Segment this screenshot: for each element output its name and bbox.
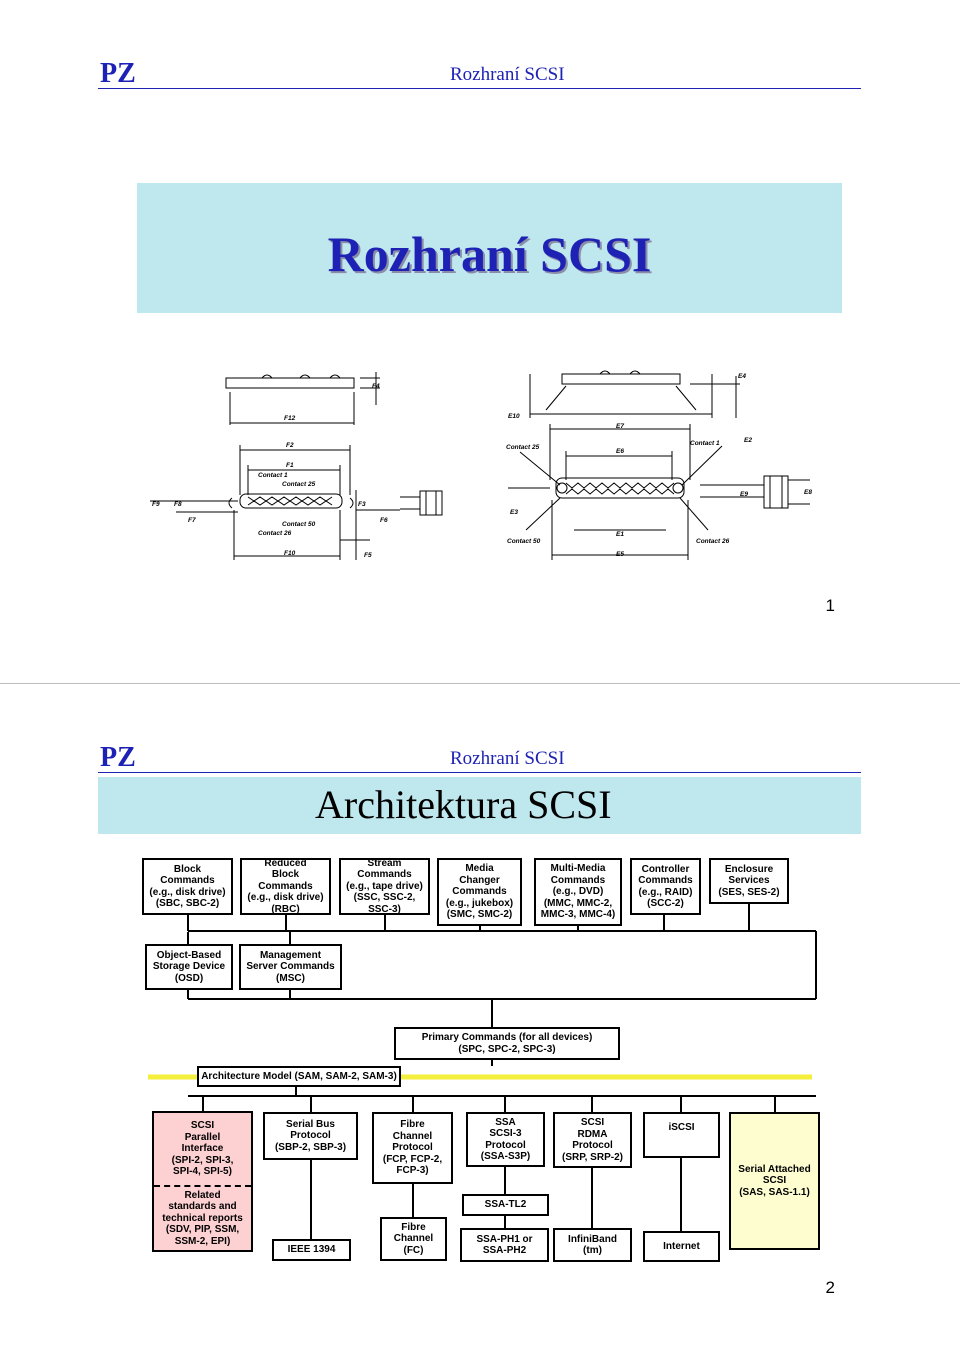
spi-box: SCSI Parallel Interface (SPI-2, SPI-3, S…	[152, 1111, 253, 1252]
dim-label: F3	[358, 501, 366, 508]
header-title: Rozhraní SCSI	[450, 64, 565, 85]
scsi-rdma-protocol-box: SCSI RDMA Protocol (SRP, SRP-2)	[553, 1112, 632, 1168]
dim-label: E2	[744, 437, 752, 444]
fibre-channel-fc-box: Fibre Channel (FC)	[380, 1217, 447, 1261]
dim-label: F2	[286, 442, 294, 449]
dim-label: Contact 1	[258, 472, 288, 479]
slide-1: PZ Rozhraní SCSI Rozhraní SCSI	[0, 0, 960, 683]
page-number: 2	[825, 1278, 835, 1297]
logo-pz: PZ	[100, 58, 136, 89]
controller-commands-box: Controller Commands (e.g., RAID) (SCC-2)	[630, 858, 701, 915]
dim-label: Contact 50	[507, 538, 541, 545]
dim-label: Contact 25	[506, 444, 540, 451]
enclosure-services-box: Enclosure Services (SES, SES-2)	[709, 858, 789, 904]
title-box: Rozhraní SCSI	[137, 183, 842, 313]
osd-box: Object-Based Storage Device (OSD)	[145, 944, 233, 990]
dim-label: Contact 26	[258, 530, 292, 537]
dim-label: F9	[152, 501, 160, 508]
left-front-view	[239, 493, 343, 509]
block-commands-box: Block Commands (e.g., disk drive) (SBC, …	[142, 858, 233, 915]
dim-label: F12	[284, 415, 296, 422]
dim-label: E8	[804, 489, 812, 496]
page-number: 1	[825, 596, 835, 615]
right-end-view	[763, 475, 789, 509]
right-front-view	[555, 477, 685, 499]
slide-separator	[0, 683, 960, 684]
spi-top-text: SCSI Parallel Interface (SPI-2, SPI-3, S…	[171, 1120, 234, 1178]
infiniband-box: InfiniBand (tm)	[553, 1228, 632, 1262]
serial-bus-protocol-box: Serial Bus Protocol (SBP-2, SBP-3)	[263, 1112, 358, 1160]
iscsi-box: iSCSI	[643, 1112, 720, 1158]
multimedia-commands-box: Multi-Media Commands (e.g., DVD) (MMC, M…	[534, 858, 622, 926]
dim-label: F10	[284, 550, 296, 557]
slide-title: Architektura SCSI	[315, 782, 612, 827]
dim-label: E6	[616, 448, 624, 455]
ssa-scsi3-protocol-box: SSA SCSI-3 Protocol (SSA-S3P)	[466, 1112, 545, 1167]
spi-divider	[154, 1185, 251, 1187]
dim-label: F6	[380, 517, 388, 524]
dim-label: F4	[372, 383, 380, 390]
architecture-lines	[148, 904, 817, 1239]
media-changer-commands-box: Media Changer Commands (e.g., jukebox) (…	[437, 858, 522, 926]
dim-label: Contact 1	[690, 440, 720, 447]
right-side-view	[561, 373, 681, 385]
ssa-tl2-box: SSA-TL2	[462, 1194, 549, 1216]
header-rule	[98, 772, 861, 773]
dim-label: E5	[616, 551, 624, 558]
architecture-model-box: Architecture Model (SAM, SAM-2, SAM-3)	[197, 1066, 401, 1087]
dim-label: E4	[738, 373, 746, 380]
msc-box: Management Server Commands (MSC)	[239, 944, 342, 990]
dim-label: Contact 25	[282, 481, 316, 488]
stream-commands-box: Stream Commands (e.g., tape drive) (SSC,…	[339, 858, 430, 915]
dim-label: Contact 50	[282, 521, 316, 528]
left-end-view	[419, 490, 443, 516]
ssa-ph-box: SSA-PH1 or SSA-PH2	[460, 1228, 549, 1262]
logo-pz: PZ	[100, 742, 136, 773]
slide-2: PZ Rozhraní SCSI Architektura SCSI	[0, 684, 960, 1367]
fibre-channel-protocol-box: Fibre Channel Protocol (FCP, FCP-2, FCP-…	[372, 1112, 453, 1184]
dim-label: F7	[188, 517, 196, 524]
reduced-block-commands-box: Reduced Block Commands (e.g., disk drive…	[240, 858, 331, 915]
dim-label: E7	[616, 423, 624, 430]
title-band: Architektura SCSI	[98, 777, 861, 834]
left-side-view	[225, 377, 355, 389]
dim-label: E3	[510, 509, 518, 516]
dim-label: F5	[364, 552, 372, 559]
dim-label: F1	[286, 462, 294, 469]
dim-label: E1	[616, 531, 624, 538]
dim-label: E9	[740, 491, 748, 498]
serial-attached-scsi-box: Serial Attached SCSI (SAS, SAS-1.1)	[729, 1112, 820, 1250]
connector-drawing: F4 F12 F2 F1 Contact 1 Contact 25 F9 F8 …	[150, 370, 812, 560]
dim-label: Contact 26	[696, 538, 730, 545]
header-rule	[98, 88, 861, 89]
dim-label: F8	[174, 501, 182, 508]
primary-commands-box: Primary Commands (for all devices) (SPC,…	[394, 1027, 620, 1060]
internet-box: Internet	[643, 1231, 720, 1262]
slide-title: Rozhraní SCSI	[327, 226, 652, 282]
spi-bottom-text: Related standards and technical reports …	[162, 1189, 243, 1247]
dim-label: E10	[508, 413, 520, 420]
ieee-1394-box: IEEE 1394	[272, 1239, 351, 1261]
header-title: Rozhraní SCSI	[450, 748, 565, 769]
